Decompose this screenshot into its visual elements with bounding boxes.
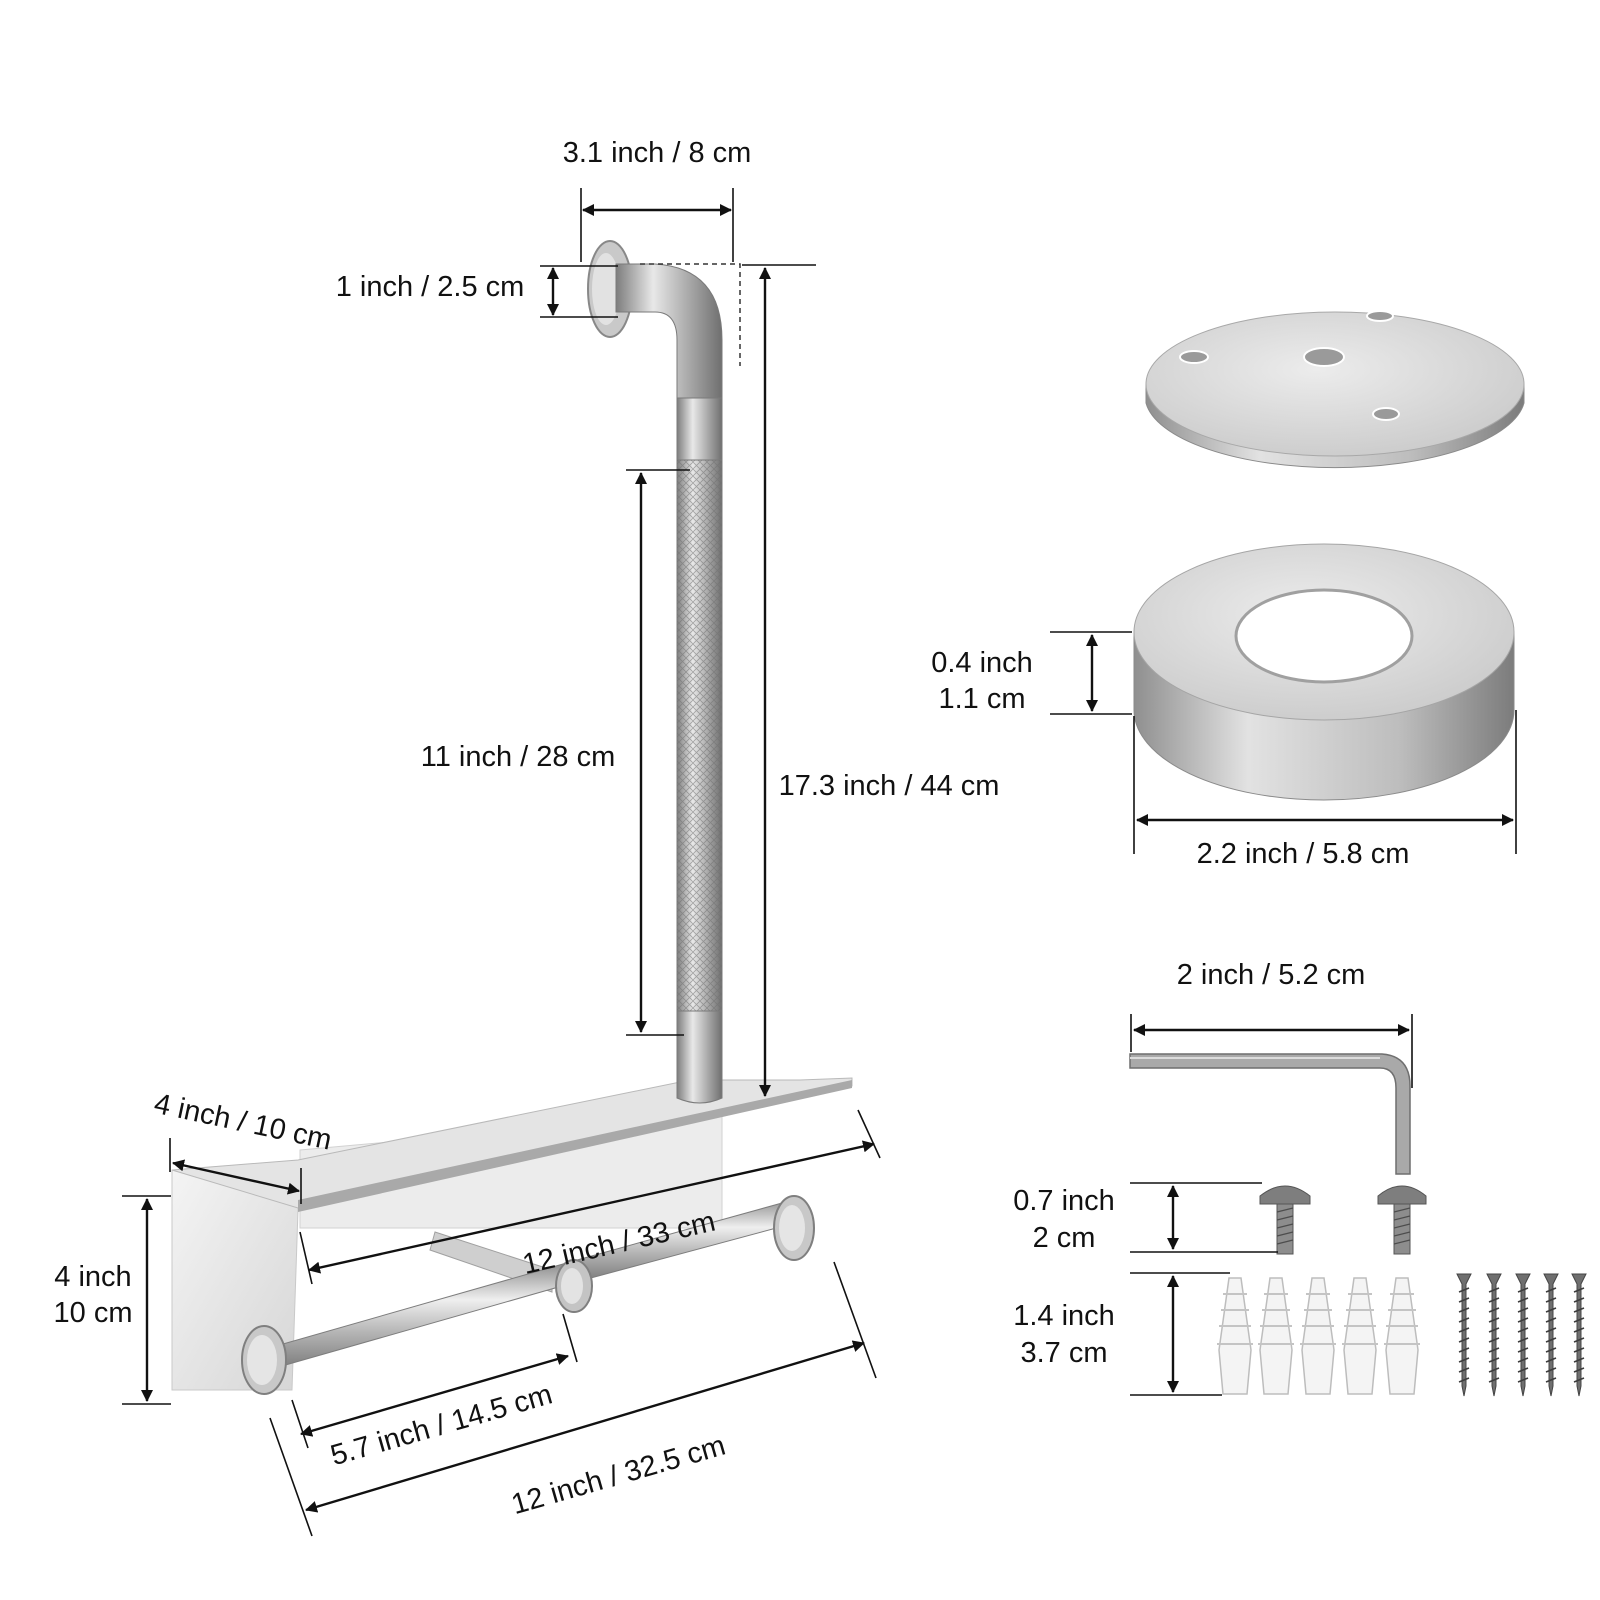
wall-anchor — [1384, 1277, 1420, 1395]
dashed-corner-guide — [640, 263, 741, 366]
grab-bar-lower — [676, 1010, 723, 1104]
dimension-grip-length: 11 inch / 28 cm — [421, 469, 690, 1036]
bolt — [1259, 1185, 1311, 1255]
wall-anchor — [1258, 1277, 1294, 1395]
wood-screw — [1486, 1273, 1502, 1397]
dimension-plate-height: 4 inch 10 cm — [54, 1195, 171, 1405]
dimension-flange-offset: 1 inch / 2.5 cm — [336, 265, 618, 318]
wood-screws — [1456, 1273, 1587, 1397]
grab-bar-bend — [615, 263, 723, 401]
plate-hole — [1366, 310, 1394, 322]
label-plate-height-cm: 10 cm — [54, 1297, 133, 1329]
wall-anchor — [1217, 1277, 1253, 1395]
wall-anchor — [1342, 1277, 1378, 1395]
label-wrench-length: 2 inch / 5.2 cm — [1177, 959, 1366, 991]
label-cover-thickness-in: 0.4 inch — [931, 647, 1033, 679]
label-bolt-length-in: 0.7 inch — [1013, 1185, 1115, 1217]
plate-hole — [1303, 347, 1345, 367]
hex-key — [1129, 1053, 1411, 1175]
dimension-flange-width: 3.1 inch / 8 cm — [563, 137, 752, 262]
cover-ring — [1133, 543, 1515, 801]
toilet-paper-holder-illustration — [171, 240, 853, 1395]
label-cover-diameter: 2.2 inch / 5.8 cm — [1197, 838, 1410, 870]
dimension-anchor-length: 1.4 inch 3.7 cm — [1013, 1272, 1230, 1396]
label-shelf-depth: 4 inch / 10 cm — [151, 1088, 334, 1157]
cover-ring-center-hole — [1234, 588, 1414, 684]
wall-anchors — [1217, 1277, 1420, 1395]
mounting-plate — [1145, 310, 1525, 469]
label-total-height: 17.3 inch / 44 cm — [779, 770, 1000, 802]
label-anchor-length-cm: 3.7 cm — [1020, 1337, 1107, 1369]
plate-hole — [1179, 350, 1209, 364]
wood-screw — [1571, 1273, 1587, 1397]
label-bolt-length-cm: 2 cm — [1033, 1222, 1096, 1254]
wood-screw — [1515, 1273, 1531, 1397]
grab-bar-upper — [676, 397, 723, 463]
wood-screw — [1456, 1273, 1472, 1397]
label-anchor-length-in: 1.4 inch — [1013, 1300, 1115, 1332]
dimension-cover-thickness: 0.4 inch 1.1 cm — [931, 631, 1132, 715]
plate-hole — [1372, 407, 1400, 421]
label-grip-length: 11 inch / 28 cm — [421, 741, 616, 773]
label-flange-width: 3.1 inch / 8 cm — [563, 137, 752, 169]
wall-anchor — [1300, 1277, 1336, 1395]
bolt — [1377, 1185, 1427, 1255]
dimension-bolt-length: 0.7 inch 2 cm — [1013, 1182, 1278, 1254]
dimension-cover-diameter: 2.2 inch / 5.8 cm — [1133, 710, 1517, 870]
dimension-total-height: 17.3 inch / 44 cm — [742, 264, 1000, 1097]
label-cover-thickness-cm: 1.1 cm — [938, 683, 1025, 715]
wood-screw — [1543, 1273, 1559, 1397]
label-rod-length: 12 inch / 32.5 cm — [508, 1430, 729, 1522]
dimension-wrench-length: 2 inch / 5.2 cm — [1130, 959, 1413, 1088]
label-plate-height-in: 4 inch — [54, 1261, 131, 1293]
label-flange-offset: 1 inch / 2.5 cm — [336, 271, 525, 303]
